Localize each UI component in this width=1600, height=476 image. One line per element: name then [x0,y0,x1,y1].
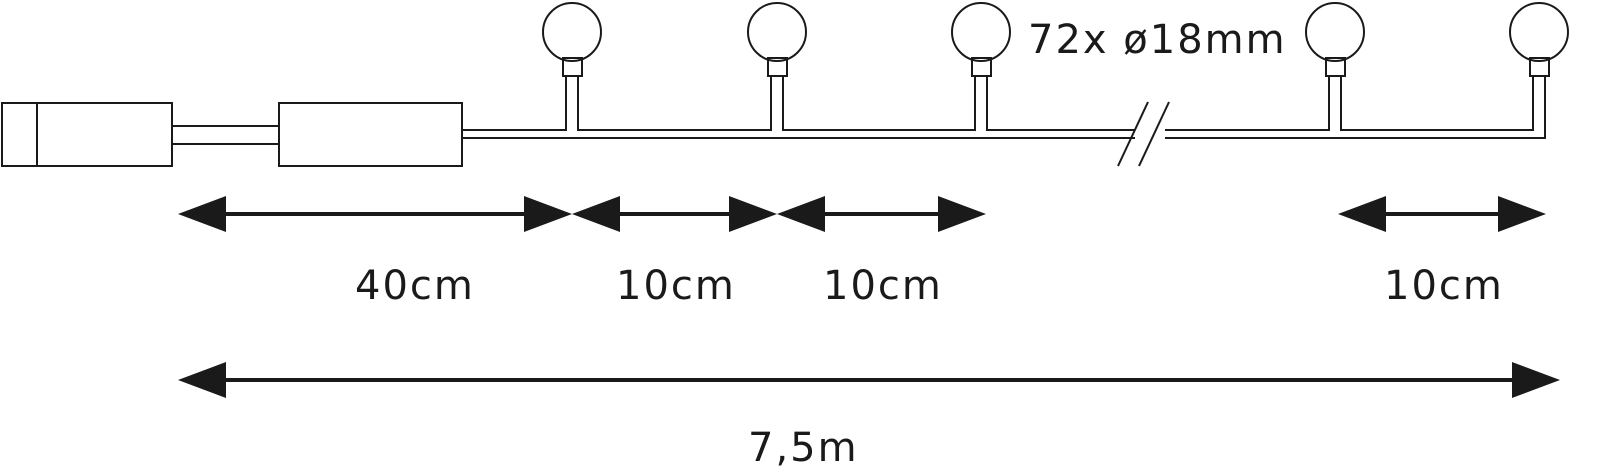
dimension-arrow-10cm-last [1338,196,1546,232]
dimension-label-total: 7,5m [748,425,859,471]
dimension-label-10cm-2: 10cm [823,263,943,309]
dimension-arrow-total [178,362,1560,398]
dimension-label-10cm-1: 10cm [616,263,736,309]
bulb-spec-label: 72x ø18mm [1028,17,1287,63]
bulb [951,2,1011,77]
bulb [747,2,807,77]
bulb [1305,2,1365,77]
dimension-arrow-40cm [178,196,572,232]
transformer-box [278,102,463,167]
lead-cable [172,125,279,145]
main-cable [462,75,1546,139]
bulb [542,2,602,77]
bulb [1509,2,1569,77]
dimension-label-10cm-last: 10cm [1384,263,1504,309]
plug-connector-icon [1,102,173,167]
double-slash-break-icon [1117,101,1170,167]
dimension-arrow-10cm-2 [777,196,986,232]
dimension-arrow-10cm-1 [572,196,777,232]
dimension-label-40cm: 40cm [355,263,475,309]
